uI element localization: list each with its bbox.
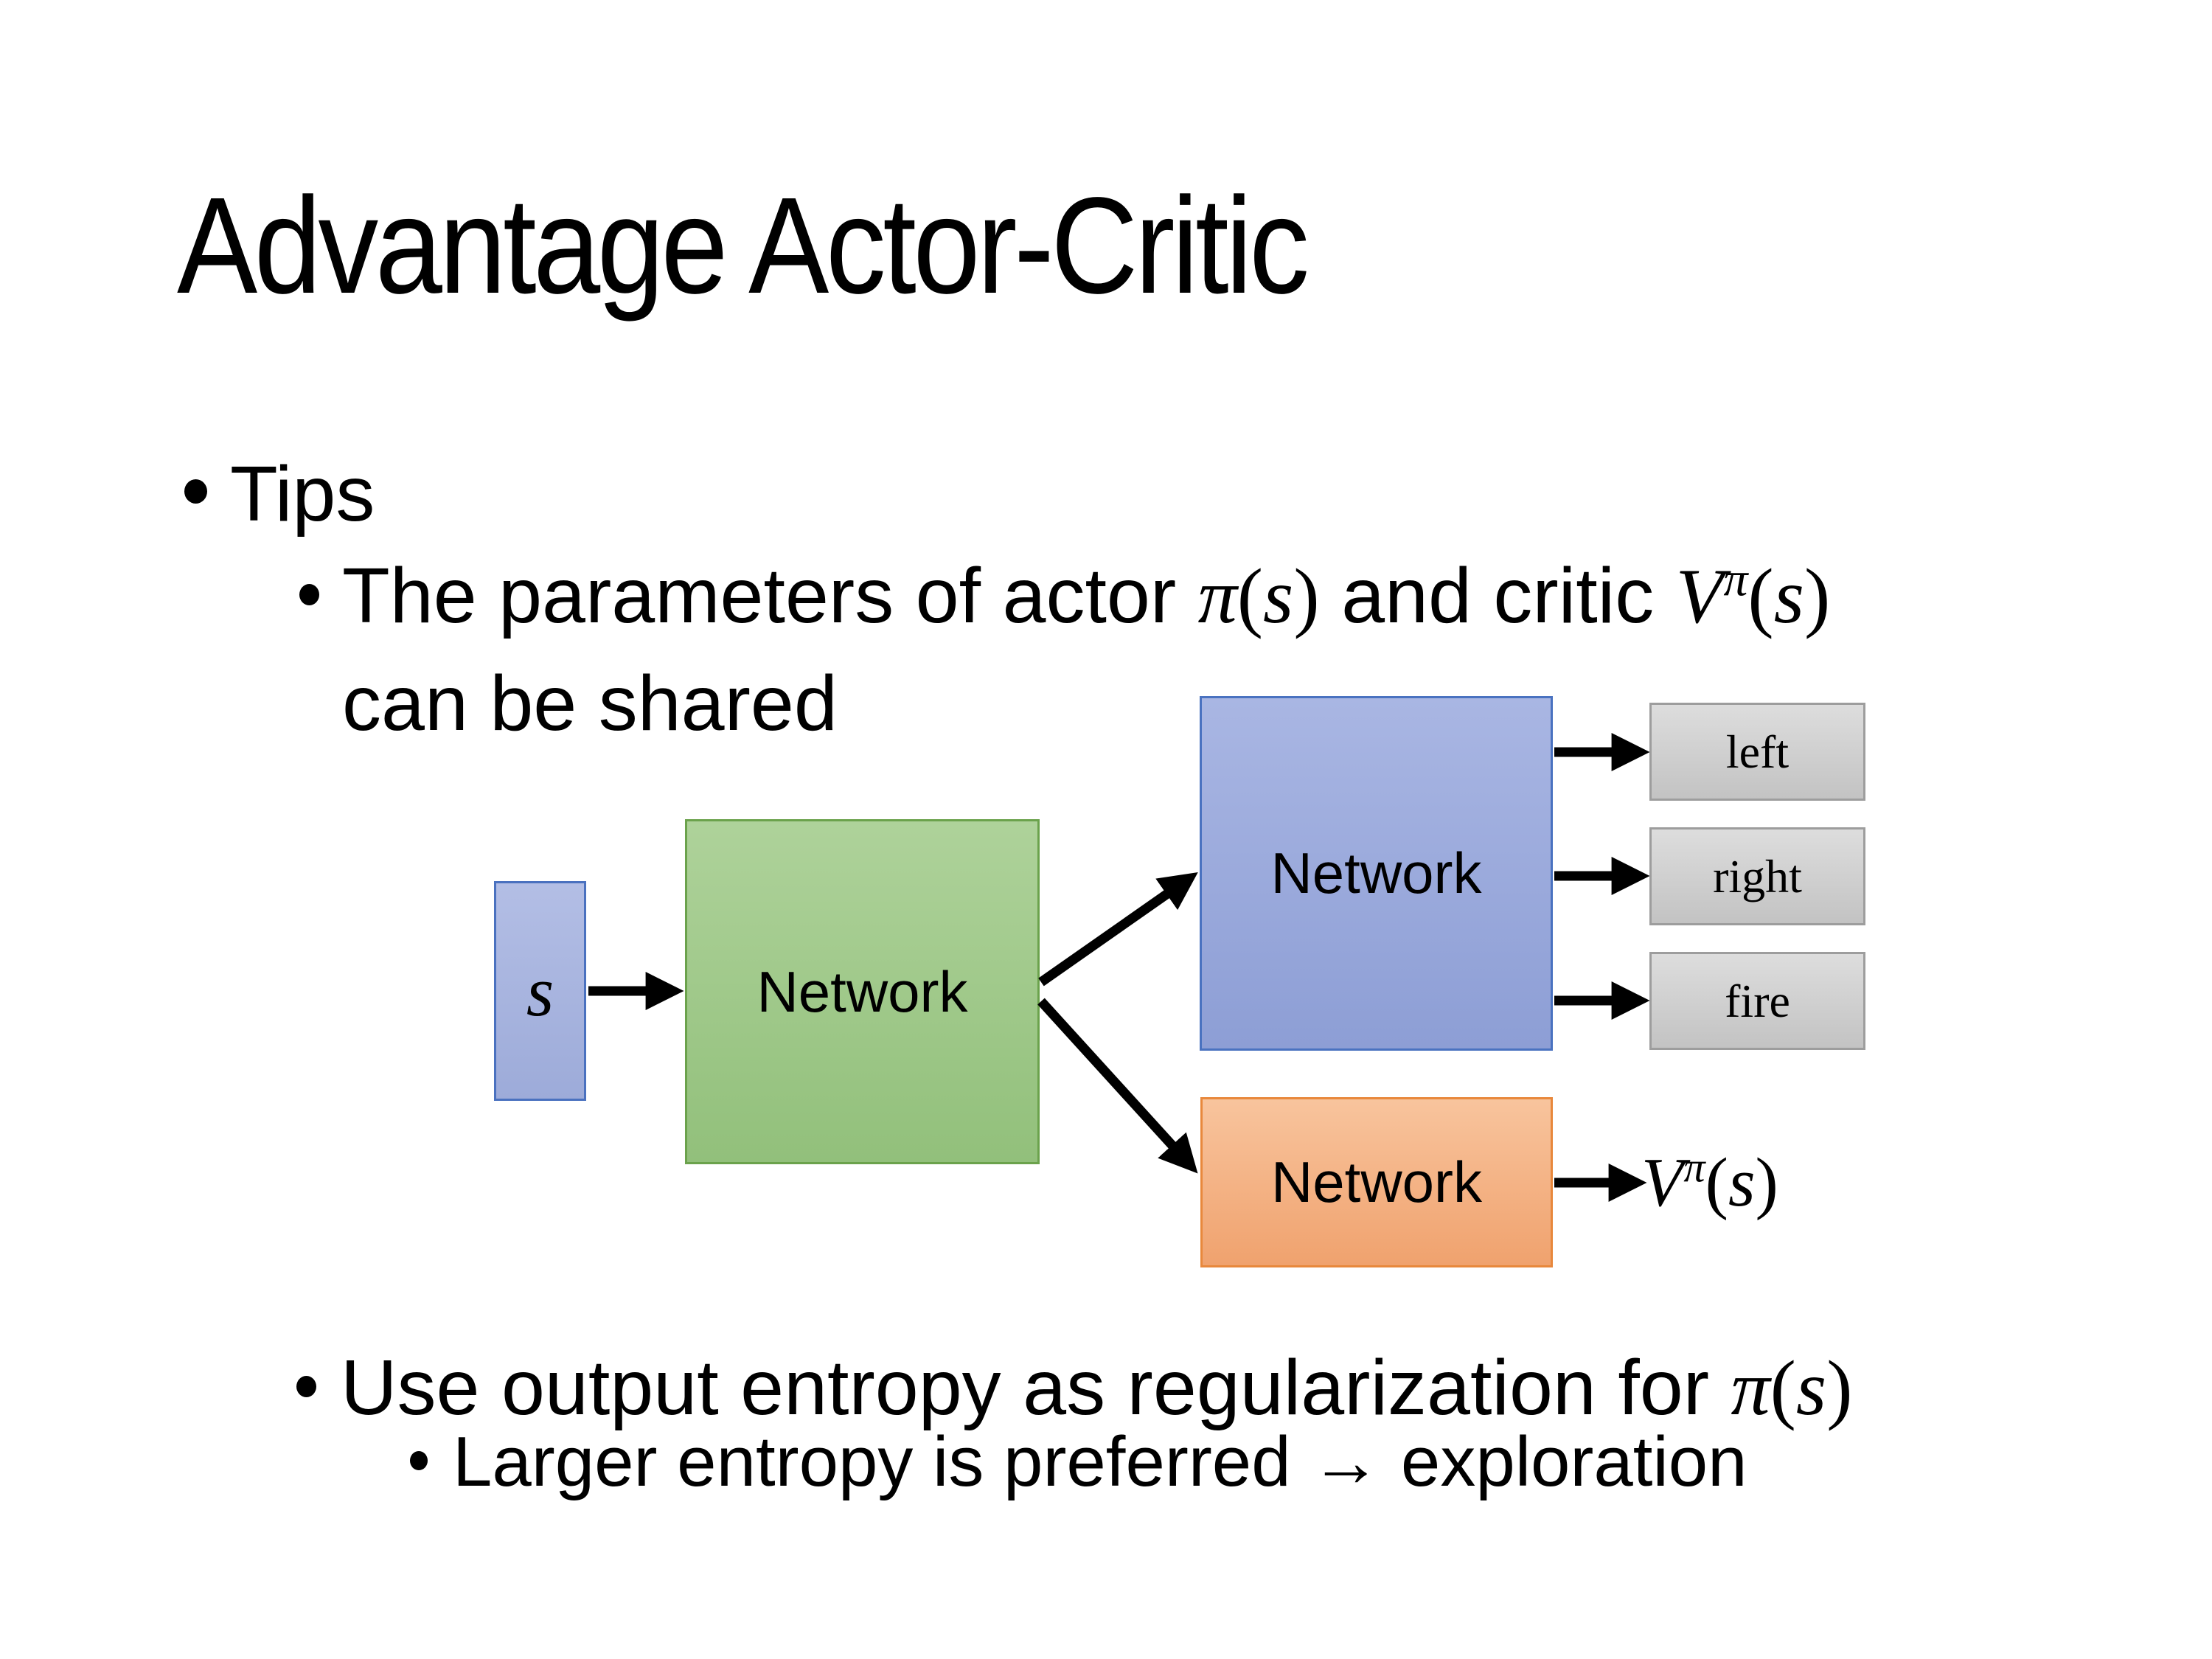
bullet-tips-label: Tips	[230, 451, 375, 538]
action-box-fire: fire	[1649, 952, 1865, 1050]
arrow-shared-to-actor-icon	[1038, 872, 1198, 987]
actor-network-box: Network	[1200, 696, 1553, 1051]
shared-network-label: Network	[757, 959, 968, 1024]
action-box-right: right	[1649, 827, 1865, 925]
text-and-critic: and critic	[1319, 552, 1676, 639]
math-v-pi-s: Vπ(s)	[1675, 552, 1831, 639]
critic-network-label: Network	[1270, 1150, 1483, 1214]
state-label: s	[526, 951, 554, 1031]
text-pre-actor: The parameters of actor	[342, 552, 1198, 639]
bullet-dot	[184, 479, 207, 504]
bullet-larger-entropy: Larger entropy is preferred → exploratio…	[410, 1422, 1747, 1503]
action-label: right	[1713, 849, 1802, 902]
math-v-pi-s: Vπ(s)	[1641, 1143, 1778, 1221]
bullet-dot	[299, 584, 319, 605]
bullet-dot	[296, 1376, 316, 1397]
bullet-tips: Tips	[184, 450, 375, 539]
text-use-output-entropy: Use output entropy as regularization for	[341, 1344, 1731, 1431]
bullet-entropy-text: Use output entropy as regularization for…	[341, 1343, 1853, 1433]
arrow-shared-to-critic-icon	[1037, 998, 1198, 1174]
slide-title: Advantage Actor-Critic	[177, 170, 1310, 322]
action-label: fire	[1725, 974, 1790, 1027]
bullet-parameters-text: The parameters of actor π(s) and critic …	[342, 552, 1830, 641]
bullet-larger-entropy-label: Larger entropy is preferred → exploratio…	[453, 1422, 1747, 1501]
critic-network-box: Network	[1200, 1097, 1553, 1267]
critic-output-value: Vπ(s)	[1641, 1137, 1778, 1228]
state-input-box: s	[494, 881, 586, 1101]
math-pi-s: π(s)	[1197, 553, 1320, 639]
action-label: left	[1725, 725, 1790, 778]
text-can-be-shared: can be shared	[342, 660, 838, 747]
bullet-dot	[410, 1451, 428, 1470]
shared-network-box: Network	[685, 819, 1040, 1164]
bullet-parameters-shared-line2: can be shared	[342, 659, 838, 748]
math-pi-s: π(s)	[1731, 1345, 1853, 1431]
actor-network-label: Network	[1270, 841, 1482, 905]
bullet-parameters-shared: The parameters of actor π(s) and critic …	[299, 552, 1830, 641]
action-box-left: left	[1649, 703, 1865, 801]
bullet-entropy-regularization: Use output entropy as regularization for…	[296, 1343, 1853, 1433]
